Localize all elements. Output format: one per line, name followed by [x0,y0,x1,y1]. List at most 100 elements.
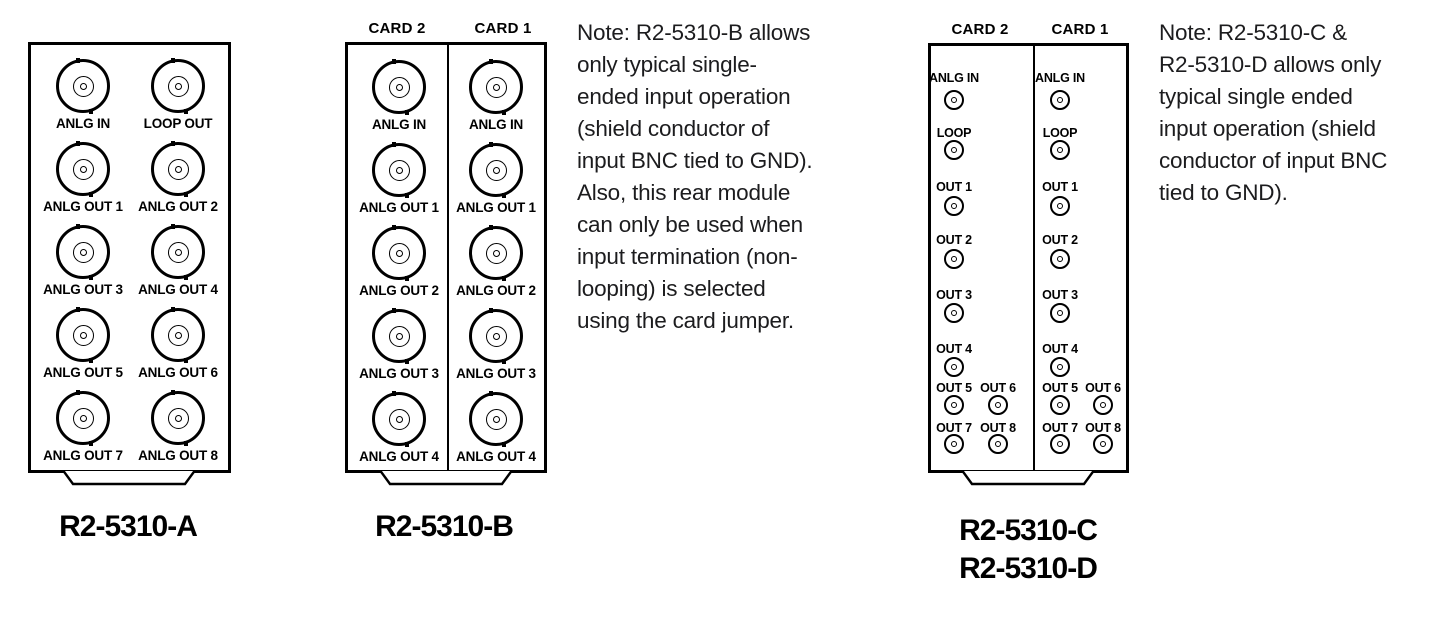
bnc-connector [56,58,110,114]
bnc-connector [56,224,110,280]
bnc-bayonet-lug-icon [89,358,93,363]
coax-center-pin [951,310,957,316]
bnc-connector [151,141,205,197]
bnc-bayonet-lug-icon [489,391,493,396]
bnc-inner-ring [72,75,94,97]
bnc-connector [469,59,523,115]
connector-label: OUT 1 [1042,180,1078,194]
coax-connector [1050,196,1070,216]
coax-connector [944,196,964,216]
bnc-bayonet-lug-icon [502,276,506,281]
panel-b-card-divider [447,45,449,470]
bnc-inner-ring [167,241,189,263]
coax-connector [1050,395,1070,415]
bnc-bayonet-lug-icon [405,442,409,447]
panel-cd-card-divider [1033,46,1035,470]
coax-connector [944,90,964,110]
coax-connector [944,140,964,160]
bnc-inner-ring [388,159,410,181]
coax-connector [1050,90,1070,110]
bnc-inner-ring [485,242,507,264]
connector-label: OUT 3 [1042,288,1078,302]
bnc-bayonet-lug-icon [502,359,506,364]
bnc-center-pin [492,166,500,174]
connector-label: ANLG OUT 7 [43,448,123,463]
bnc-inner-ring [485,408,507,430]
connector-label: ANLG OUT 8 [138,448,218,463]
coax-center-pin [1100,441,1106,447]
coax-center-pin [1100,402,1106,408]
bnc-center-pin [174,331,182,339]
connector-label: ANLG OUT 1 [359,200,439,215]
bnc-inner-ring [72,158,94,180]
coax-connector [1050,303,1070,323]
connector-label: ANLG IN [468,117,524,132]
bnc-connector [151,390,205,446]
coax-connector [944,434,964,454]
bnc-bayonet-lug-icon [405,276,409,281]
coax-center-pin [1057,256,1063,262]
bnc-inner-ring [72,324,94,346]
connector-label: ANLG IN [371,117,427,132]
note-r2-5310-cd: Note: R2-5310-C & R2-5310-D allows only … [1159,20,1388,205]
bnc-connector [469,308,523,364]
bnc-bayonet-lug-icon [171,224,175,229]
panel-cd-card1-header: CARD 1 [1051,21,1109,38]
bnc-bayonet-lug-icon [89,192,93,197]
bnc-inner-ring [388,325,410,347]
bnc-bayonet-lug-icon [405,110,409,115]
bnc-inner-ring [167,407,189,429]
coax-center-pin [1057,441,1063,447]
bnc-center-pin [174,414,182,422]
bnc-bayonet-lug-icon [184,441,188,446]
bnc-center-pin [79,331,87,339]
bnc-center-pin [174,248,182,256]
connector-label: ANLG OUT 3 [43,282,123,297]
bnc-center-pin [395,249,403,257]
coax-center-pin [951,364,957,370]
bnc-bayonet-lug-icon [392,142,396,147]
bnc-center-pin [174,82,182,90]
bnc-connector [372,391,426,447]
bnc-connector [151,224,205,280]
coax-center-pin [951,402,957,408]
bnc-bayonet-lug-icon [392,308,396,313]
connector-label: ANLG OUT 6 [138,365,218,380]
bnc-bayonet-lug-icon [392,59,396,64]
bnc-bayonet-lug-icon [76,307,80,312]
panel-a-mounting-tab [62,471,196,486]
coax-connector [988,395,1008,415]
connector-label: ANLG OUT 1 [456,200,536,215]
connector-label: ANLG IN [55,116,111,131]
note-r2-5310-b: Note: R2-5310-B allows only typical sing… [577,20,813,333]
coax-center-pin [951,256,957,262]
bnc-bayonet-lug-icon [489,225,493,230]
connector-label: OUT 7 [1042,421,1078,435]
connector-label: ANLG OUT 2 [359,283,439,298]
bnc-connector [56,390,110,446]
bnc-bayonet-lug-icon [76,58,80,63]
bnc-bayonet-lug-icon [392,391,396,396]
bnc-connector [469,391,523,447]
connector-label: OUT 2 [1042,233,1078,247]
bnc-connector [469,142,523,198]
connector-label: ANLG OUT 2 [138,199,218,214]
connector-label: OUT 3 [936,288,972,302]
bnc-bayonet-lug-icon [489,59,493,64]
bnc-bayonet-lug-icon [502,442,506,447]
connector-label: LOOP [1042,126,1078,140]
coax-connector [988,434,1008,454]
bnc-inner-ring [167,324,189,346]
connector-label: ANLG OUT 5 [43,365,123,380]
bnc-bayonet-lug-icon [184,275,188,280]
bnc-bayonet-lug-icon [502,193,506,198]
panel-a-title: R2-5310-A [59,510,198,543]
bnc-inner-ring [167,158,189,180]
connector-label: OUT 1 [936,180,972,194]
connector-label: OUT 4 [1042,342,1078,356]
bnc-center-pin [79,165,87,173]
coax-connector [1050,357,1070,377]
